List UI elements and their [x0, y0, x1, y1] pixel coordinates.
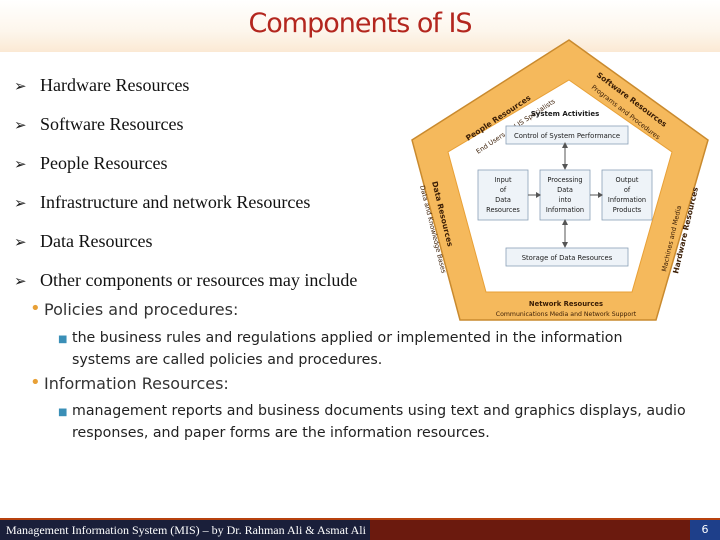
bullet-item-people: ➢ People Resources — [14, 144, 357, 183]
control-box — [505, 125, 629, 145]
detail-text: the business rules and regulations appli… — [72, 330, 623, 346]
detail-line: ■ management reports and business docume… — [58, 401, 686, 423]
processing-text-2: Data — [557, 186, 573, 194]
network-label: Network Resources — [529, 300, 603, 308]
detail-line: responses, and paper forms are the infor… — [58, 423, 686, 443]
is-components-diagram: People Resources Software Resources Hard… — [411, 39, 709, 321]
dot-bullet-icon: • — [30, 298, 41, 319]
arrowhead-up-icon — [562, 219, 568, 225]
sub-detail-policies: ■ the business rules and regulations app… — [58, 328, 622, 370]
sub-detail-information: ■ management reports and business docume… — [58, 401, 686, 443]
bullet-text: Software Resources — [40, 114, 184, 134]
storage-text: Storage of Data Resources — [522, 254, 613, 262]
arrowhead-up-icon — [562, 142, 568, 148]
processing-text-4: Information — [546, 206, 584, 214]
output-text-3: Information — [608, 196, 646, 204]
processing-text-1: Processing — [547, 176, 582, 184]
storage-box — [505, 247, 629, 267]
main-bullet-list: ➢ Hardware Resources ➢ Software Resource… — [14, 66, 357, 300]
dot-bullet-icon: • — [30, 372, 41, 393]
output-text-2: of — [624, 186, 631, 194]
sub-heading: • Information Resources: — [30, 372, 229, 394]
bullet-text: Infrastructure and network Resources — [40, 192, 311, 212]
arrow-bullet-icon: ➢ — [14, 115, 27, 134]
bullet-text: Hardware Resources — [40, 75, 190, 95]
input-text-2: of — [500, 186, 507, 194]
bullet-text: Other components or resources may includ… — [40, 270, 358, 290]
arrowhead-down-icon — [562, 164, 568, 170]
sub-point-policies: • Policies and procedures: — [30, 298, 239, 320]
bullet-text: People Resources — [40, 153, 168, 173]
arrowhead-right-icon — [536, 192, 541, 198]
spacer — [58, 423, 72, 443]
input-text-3: Data — [495, 196, 511, 204]
page-number: 6 — [690, 520, 720, 540]
title-band — [0, 0, 720, 52]
output-text-4: Products — [613, 206, 642, 214]
detail-line: systems are called policies and procedur… — [58, 350, 622, 370]
detail-text: management reports and business document… — [72, 403, 686, 419]
detail-text: systems are called policies and procedur… — [72, 352, 383, 368]
footer-bar: Management Information System (MIS) – by… — [0, 518, 720, 540]
input-box — [477, 169, 529, 221]
input-text-4: Resources — [486, 206, 520, 214]
arrow-bullet-icon: ➢ — [14, 271, 27, 290]
output-box — [601, 169, 653, 221]
bullet-item-other: ➢ Other components or resources may incl… — [14, 261, 357, 300]
bullet-item-infrastructure: ➢ Infrastructure and network Resources — [14, 183, 357, 222]
arrow-bullet-icon: ➢ — [14, 76, 27, 95]
slide-title: Components of IS — [248, 8, 472, 39]
control-text: Control of System Performance — [514, 132, 620, 140]
arrowhead-right-icon — [598, 192, 603, 198]
bullet-item-software: ➢ Software Resources — [14, 105, 357, 144]
arrowhead-down-icon — [562, 242, 568, 248]
arrow-bullet-icon: ➢ — [14, 232, 27, 251]
sub-point-information: • Information Resources: — [30, 372, 229, 394]
footer-credit: Management Information System (MIS) – by… — [0, 520, 370, 540]
square-bullet-icon: ■ — [58, 334, 68, 345]
detail-text: responses, and paper forms are the infor… — [72, 425, 490, 441]
sub-heading: • Policies and procedures: — [30, 298, 239, 320]
processing-text-3: into — [559, 196, 572, 204]
network-sublabel: Communications Media and Network Support — [496, 311, 637, 318]
detail-line: ■ the business rules and regulations app… — [58, 328, 622, 350]
output-text-1: Output — [616, 176, 639, 184]
square-bullet-icon: ■ — [58, 407, 68, 418]
system-activities-label: System Activities — [531, 110, 600, 118]
sub-heading-text: Information Resources: — [44, 374, 229, 393]
sub-heading-text: Policies and procedures: — [44, 300, 239, 319]
arrow-bullet-icon: ➢ — [14, 154, 27, 173]
bullet-item-data: ➢ Data Resources — [14, 222, 357, 261]
bullet-text: Data Resources — [40, 231, 153, 251]
bullet-item-hardware: ➢ Hardware Resources — [14, 66, 357, 105]
arrow-bullet-icon: ➢ — [14, 193, 27, 212]
spacer — [58, 350, 72, 370]
input-text-1: Input — [494, 176, 511, 184]
